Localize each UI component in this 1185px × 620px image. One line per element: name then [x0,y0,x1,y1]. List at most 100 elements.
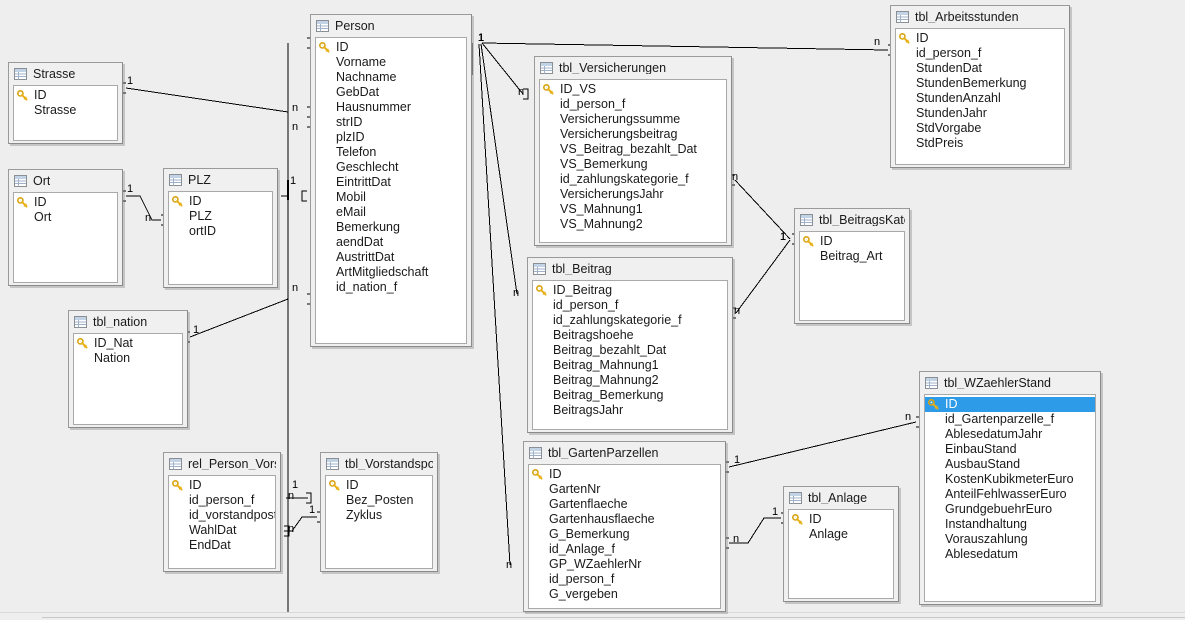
field-row[interactable]: ID [316,40,466,55]
field-row[interactable]: Beitrag_Mahnung1 [533,358,727,373]
field-row[interactable]: StundenBemerkung [896,76,1064,91]
field-row[interactable]: Ablesedatum [925,547,1095,562]
field-row[interactable]: G_vergeben [529,587,720,602]
field-row[interactable]: Versicherungssumme [540,112,726,127]
relationship-line-gartenparzellen-wzaehler[interactable] [728,421,917,468]
field-row[interactable]: GrundgebuehrEuro [925,502,1095,517]
field-row[interactable]: Vorauszahlung [925,532,1095,547]
field-row[interactable]: aendDat [316,235,466,250]
field-row[interactable]: ID_Beitrag [533,283,727,298]
field-row[interactable]: AblesedatumJahr [925,427,1095,442]
table-header-tbl_nation[interactable]: tbl_nation [69,311,187,333]
field-row[interactable]: EintrittDat [316,175,466,190]
field-row[interactable]: ID [800,234,904,249]
field-row[interactable]: ArtMitgliedschaft [316,265,466,280]
field-row[interactable]: ID [169,478,275,493]
relationship-line-strasse-person[interactable] [125,87,289,113]
field-row[interactable]: EinbauStand [925,442,1095,457]
field-row[interactable]: Geschlecht [316,160,466,175]
table-header-Person[interactable]: Person [311,15,471,37]
field-row[interactable]: AnteilFehlwasserEuro [925,487,1095,502]
field-row[interactable]: ID [789,512,893,527]
table-header-tbl_WZaehlerStand[interactable]: tbl_WZaehlerStand [920,372,1100,394]
table-header-tbl_Beitrag[interactable]: tbl_Beitrag [528,258,732,280]
field-row[interactable]: BeitragsJahr [533,403,727,418]
field-row[interactable]: ID_VS [540,82,726,97]
field-row[interactable]: StundenJahr [896,106,1064,121]
table-header-tbl_Versicherungen[interactable]: tbl_Versicherungen [535,57,731,79]
field-row[interactable]: WahlDat [169,523,275,538]
field-row[interactable]: PLZ [169,209,272,224]
field-row[interactable]: Beitrag_Bemerkung [533,388,727,403]
field-row[interactable]: id_person_f [540,97,726,112]
field-row[interactable]: KostenKubikmeterEuro [925,472,1095,487]
field-row[interactable]: G_Bemerkung [529,527,720,542]
field-row[interactable]: Mobil [316,190,466,205]
field-row[interactable]: StundenAnzahl [896,91,1064,106]
field-row[interactable]: VS_Bemerkung [540,157,726,172]
field-row[interactable]: ID [326,478,432,493]
table-header-tbl_Anlage[interactable]: tbl_Anlage [784,487,898,509]
table-header-Strasse[interactable]: Strasse [9,63,122,85]
field-row[interactable]: StdPreis [896,136,1064,151]
field-row[interactable]: id_zahlungskategorie_f [533,313,727,328]
table-header-tbl_Vorstandspos[interactable]: tbl_Vorstandspos [321,453,437,475]
relationship-line-person-versicherungen[interactable] [481,42,524,95]
field-row[interactable]: Beitrag_Art [800,249,904,264]
relationship-line-person-gartenparzellen[interactable] [478,43,511,566]
relationship-line-ort-plz[interactable] [126,195,161,221]
field-row[interactable]: Vorname [316,55,466,70]
field-row[interactable]: VersicherungsJahr [540,187,726,202]
field-row[interactable]: Beitrag_Mahnung2 [533,373,727,388]
field-row-selected[interactable]: ID [925,397,1095,412]
field-row[interactable]: Nation [74,351,182,366]
field-row[interactable]: AusbauStand [925,457,1095,472]
relationship-line-person-arbeitsstunden[interactable] [481,42,889,51]
table-header-Ort[interactable]: Ort [9,170,122,192]
field-row[interactable]: ID_Nat [74,336,182,351]
field-row[interactable]: ID [169,194,272,209]
field-row[interactable]: ID [14,88,117,103]
field-row[interactable]: ID [896,31,1064,46]
field-row[interactable]: Strasse [14,103,117,118]
field-row[interactable]: Zyklus [326,508,432,523]
field-row[interactable]: Gartenflaeche [529,497,720,512]
table-window-rel_Person_Vorstand[interactable]: rel_Person_VorstaIDid_person_fid_vorstan… [163,452,281,572]
relationship-line-beitrag-beitragskateg[interactable] [735,239,791,314]
field-row[interactable]: id_Gartenparzelle_f [925,412,1095,427]
table-header-tbl_GartenParzellen[interactable]: tbl_GartenParzellen [524,442,725,464]
field-row[interactable]: Gartenhausflaeche [529,512,720,527]
field-row[interactable]: Hausnummer [316,100,466,115]
field-row[interactable]: Beitragshoehe [533,328,727,343]
field-row[interactable]: Anlage [789,527,893,542]
field-row[interactable]: Bez_Posten [326,493,432,508]
field-row[interactable]: id_nation_f [316,280,466,295]
field-row[interactable]: id_person_f [169,493,275,508]
field-row[interactable]: plzID [316,130,466,145]
field-row[interactable]: StundenDat [896,61,1064,76]
table-header-PLZ[interactable]: PLZ [164,169,277,191]
field-row[interactable]: id_zahlungskategorie_f [540,172,726,187]
table-window-tbl_BeitragsKateg[interactable]: tbl_BeitragsKategIDBeitrag_Art [794,208,910,324]
field-row[interactable]: ID [14,195,117,210]
